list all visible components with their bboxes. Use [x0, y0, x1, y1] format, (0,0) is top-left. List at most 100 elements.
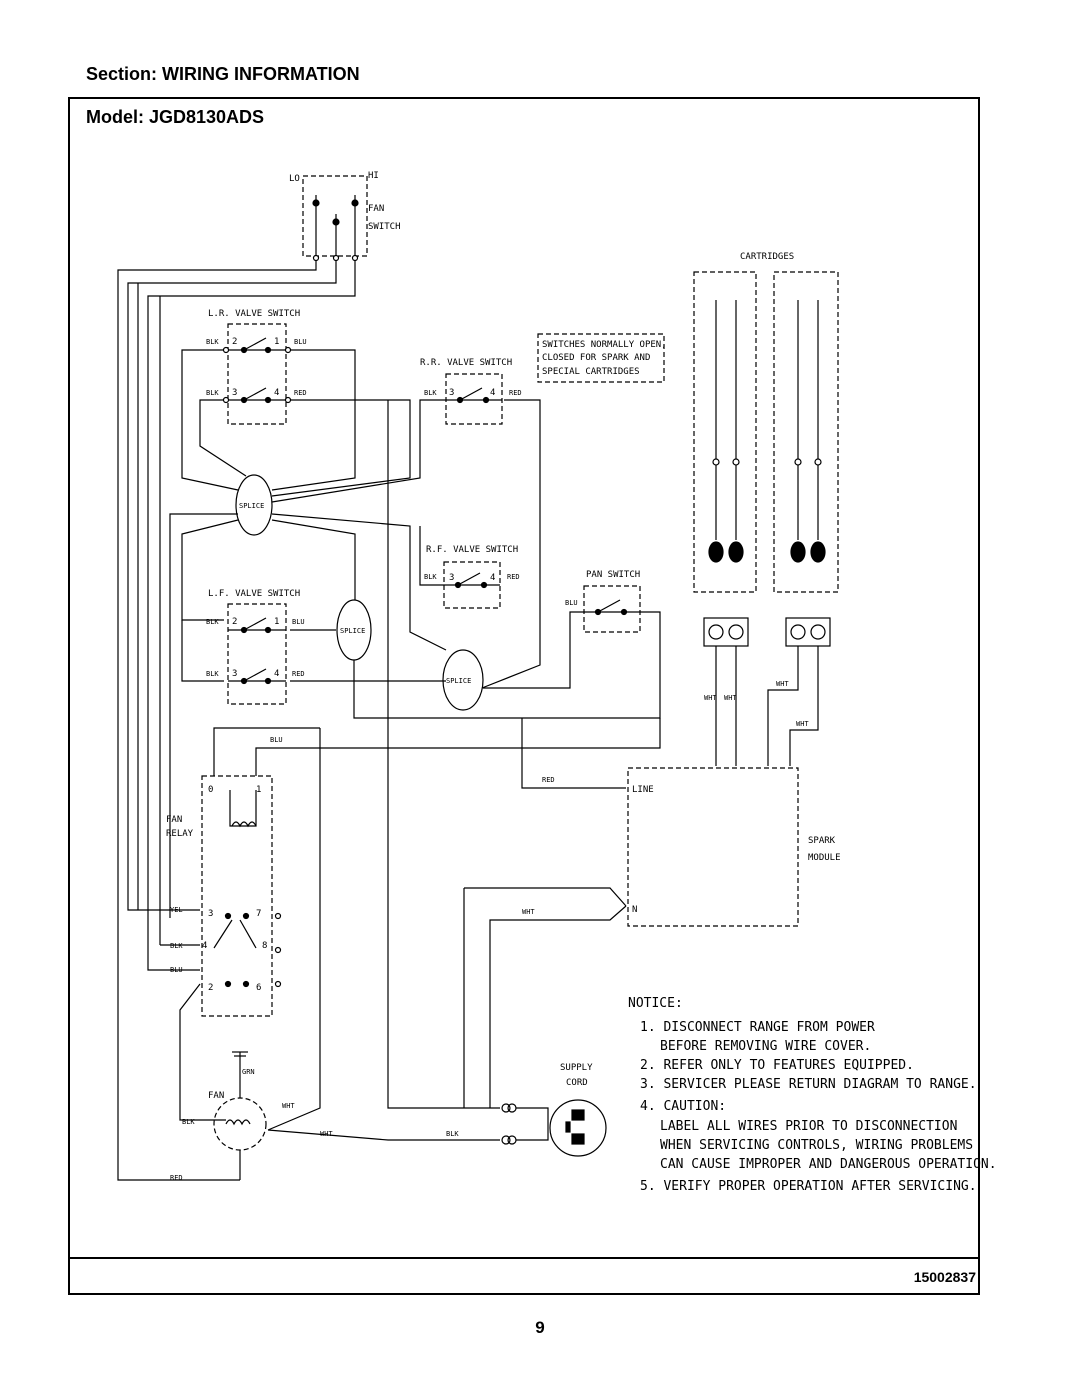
pan-switch-label: PAN SWITCH — [586, 570, 640, 580]
spark-module-n-label: N — [632, 905, 637, 915]
wire-blk-label: BLK — [170, 942, 183, 950]
lr-valve-switch-label: L.R. VALVE SWITCH — [208, 309, 300, 319]
rr-valve-switch-label: R.R. VALVE SWITCH — [420, 358, 512, 368]
wire-wht-label: WHT — [282, 1102, 295, 1110]
splice-label: SPLICE — [446, 677, 471, 685]
wire-wht-label: WHT — [320, 1130, 333, 1138]
lf-valve-switch: L.F. VALVE SWITCH BLK BLU BLK RED 2 1 3 … — [181, 589, 446, 705]
terminal-2: 2 — [208, 983, 213, 993]
terminal-3: 3 — [232, 388, 237, 398]
terminal-3: 3 — [449, 388, 454, 398]
wire-blk-label: BLK — [206, 618, 219, 626]
notice-item-3: 3. SERVICER PLEASE RETURN DIAGRAM TO RAN… — [640, 1077, 977, 1092]
notice-item-5: 5. VERIFY PROPER OPERATION AFTER SERVICI… — [640, 1179, 977, 1194]
wire-red-label: RED — [292, 670, 305, 678]
terminal-4: 4 — [202, 941, 207, 951]
diagram-frame — [68, 97, 980, 1295]
cartridges-label: CARTRIDGES — [740, 252, 794, 262]
model-title: Model: JGD8130ADS — [86, 107, 265, 127]
terminal-4: 4 — [274, 669, 279, 679]
wire-wht-label: WHT — [776, 680, 789, 688]
wire-blk-label: BLK — [424, 573, 437, 581]
terminal-1: 1 — [274, 337, 279, 347]
supply-cord: SUPPLY CORD — [501, 1063, 607, 1157]
wire-blk-label: BLK — [206, 389, 219, 397]
splice-lower: SPLICE — [442, 611, 584, 711]
terminal-1: 1 — [256, 785, 261, 795]
terminal-3: 3 — [232, 669, 237, 679]
wire-blk-label: BLK — [206, 338, 219, 346]
wire-wht-label: WHT — [796, 720, 809, 728]
fan-switch-label-2: SWITCH — [368, 222, 401, 232]
wire-red-label: RED — [542, 776, 555, 784]
terminal-6: 6 — [256, 983, 261, 993]
fan-relay-label-2: RELAY — [166, 829, 194, 839]
notice-item-1-cont: BEFORE REMOVING WIRE COVER. — [660, 1039, 871, 1054]
terminal-7: 7 — [256, 909, 261, 919]
terminal-3: 3 — [208, 909, 213, 919]
spark-module-label-2: MODULE — [808, 853, 841, 863]
cartridges: CARTRIDGES WHT WHT WHT WHT — [693, 252, 839, 766]
rr-valve-switch: R.R. VALVE SWITCH BLK RED 3 4 — [420, 358, 522, 425]
spark-module-label: SPARK — [808, 836, 836, 846]
terminal-4: 4 — [490, 573, 495, 583]
spark-module: LINE N SPARK MODULE RED WHT — [463, 718, 841, 1108]
wire-blk-label: BLK — [446, 1130, 459, 1138]
supply-wires: WHT WHT BLK RED — [170, 400, 500, 1182]
rf-valve-switch: R.F. VALVE SWITCH BLK RED 3 4 — [419, 526, 520, 609]
fan-switch-lo-label: LO — [289, 174, 300, 184]
splice-upper: SPLICE — [169, 349, 541, 918]
wire-blu-label: BLU — [565, 599, 578, 607]
section-title: Section: WIRING INFORMATION — [86, 64, 360, 84]
wire-blk-label: BLK — [182, 1118, 195, 1126]
terminal-4: 4 — [490, 388, 495, 398]
supply-cord-label: SUPPLY — [560, 1063, 593, 1073]
lf-valve-switch-label: L.F. VALVE SWITCH — [208, 589, 300, 599]
terminal-3: 3 — [449, 573, 454, 583]
wire-wht-label: WHT — [724, 694, 737, 702]
fan-label: FAN — [208, 1091, 224, 1101]
terminal-0: 0 — [208, 785, 213, 795]
notice-title: NOTICE: — [628, 996, 683, 1011]
pan-switch: PAN SWITCH BLU — [565, 570, 641, 633]
wire-blu-label: BLU — [270, 736, 283, 744]
terminal-2: 2 — [232, 617, 237, 627]
wire-red-label: RED — [294, 389, 307, 397]
terminal-2: 2 — [232, 337, 237, 347]
rf-valve-switch-label: R.F. VALVE SWITCH — [426, 545, 518, 555]
notice-item-1: 1. DISCONNECT RANGE FROM POWER — [640, 1020, 875, 1035]
notice-item-2: 2. REFER ONLY TO FEATURES EQUIPPED. — [640, 1058, 914, 1073]
wire-yel-label: YEL — [170, 906, 183, 914]
wire-grn-label: GRN — [242, 1068, 255, 1076]
notice-item-4-line-2: WHEN SERVICING CONTROLS, WIRING PROBLEMS — [660, 1138, 973, 1153]
fan-switch-label: FAN — [368, 204, 384, 214]
lr-valve-switch: L.R. VALVE SWITCH BLK BLU BLK RED 2 1 3 … — [206, 309, 307, 425]
fan-switch: LO HI FAN SWITCH — [289, 171, 401, 262]
splice-label: SPLICE — [239, 502, 264, 510]
footer-rule — [68, 1257, 980, 1259]
wire-red-label: RED — [170, 1174, 183, 1182]
supply-cord-label-2: CORD — [566, 1078, 588, 1088]
fan-switch-hi-label: HI — [368, 171, 379, 181]
left-vertical-wires — [117, 261, 356, 1181]
notice-item-4-line-1: LABEL ALL WIRES PRIOR TO DISCONNECTION — [660, 1119, 957, 1134]
terminal-1: 1 — [274, 617, 279, 627]
notice-item-4-line-3: CAN CAUSE IMPROPER AND DANGEROUS OPERATI… — [660, 1157, 997, 1172]
wire-blk-label: BLK — [424, 389, 437, 397]
wire-blk-label: BLK — [206, 670, 219, 678]
spark-module-line-label: LINE — [632, 785, 654, 795]
switch-note-line-1: SWITCHES NORMALLY OPEN, — [542, 340, 667, 350]
splice-label: SPLICE — [340, 627, 365, 635]
fan-relay: 0 1 BLU FAN RELAY 3 7 4 8 2 6 YEL BLK BL… — [166, 718, 661, 1121]
page-number: 9 — [535, 1318, 545, 1337]
wire-red-label: RED — [509, 389, 522, 397]
wire-blu-label: BLU — [292, 618, 305, 626]
terminal-4: 4 — [274, 388, 279, 398]
fan-motor: GRN FAN BLK — [182, 1051, 267, 1180]
wire-wht-label: WHT — [704, 694, 717, 702]
splice-middle: SPLICE — [336, 599, 661, 719]
fan-relay-label: FAN — [166, 815, 182, 825]
switch-note: SWITCHES NORMALLY OPEN, CLOSED FOR SPARK… — [537, 333, 667, 383]
terminal-8: 8 — [262, 941, 267, 951]
